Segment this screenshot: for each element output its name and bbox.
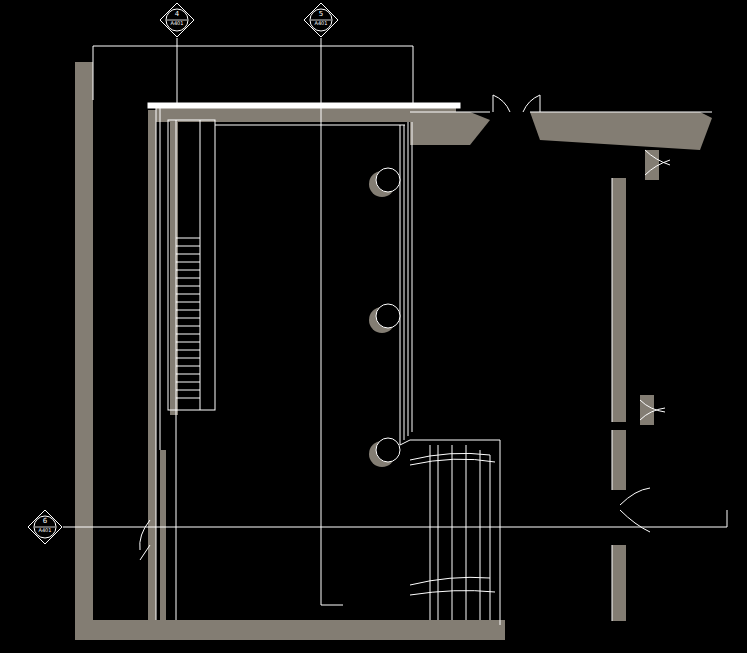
section-number: 6 [27,518,63,525]
beam-line [408,122,409,436]
stair [168,120,215,410]
sheet-number: A401 [27,528,63,533]
door-swing [140,520,150,560]
outline [93,46,413,105]
wall-line [612,178,613,422]
plan-lines [63,38,727,625]
wall-shadow [640,395,654,425]
wall-shadow [410,112,490,145]
stair-line [176,120,177,620]
sheet-number: A401 [159,21,195,26]
stair-line [430,445,431,620]
marker-shape [159,2,195,38]
grid-line [177,38,178,105]
beam-line [400,125,401,445]
stair-line [490,455,491,620]
marker-shape [27,509,63,545]
wall-line [156,108,157,620]
column [376,438,400,462]
stair-treads [176,238,200,398]
curve-lines [410,453,495,595]
wall-shadow [612,545,626,621]
door-swing [620,488,650,532]
grid-line [63,510,727,527]
wall-shadow [75,620,505,640]
wall-shadow [160,450,166,620]
door-swing [493,95,540,112]
stair-line [480,450,481,620]
section-number: 4 [159,11,195,18]
stair-shadow [170,120,178,415]
wall-shadow [75,62,93,640]
wall-line [612,545,613,621]
marker-shape [303,2,339,38]
wall-line [612,430,613,490]
wall-shadow [612,430,626,490]
wall-line [160,108,161,450]
top-wall [148,103,460,108]
wall-shadow [530,112,712,150]
wall-line [410,112,490,113]
section-marker: 5A401 [303,2,339,38]
beam-line [412,122,413,432]
door-swing [640,400,665,420]
section-marker: 6A401 [27,509,63,545]
stair-line [466,445,467,620]
column [376,304,400,328]
beam-line [404,125,405,440]
grid-line [321,38,343,605]
section-marker: 4A401 [159,2,195,38]
wall-shadow [612,178,626,422]
sheet-number: A401 [303,21,339,26]
column [376,168,400,192]
section-number: 5 [303,11,339,18]
wall-line [400,440,500,625]
wall-shadows [75,62,712,640]
wall-line [215,125,405,126]
stair-line [452,445,453,620]
door-swing [645,150,670,175]
wall-line [530,112,712,113]
stair-line [438,445,439,620]
wall-shadow [645,150,659,180]
wall-shadow [148,110,156,620]
